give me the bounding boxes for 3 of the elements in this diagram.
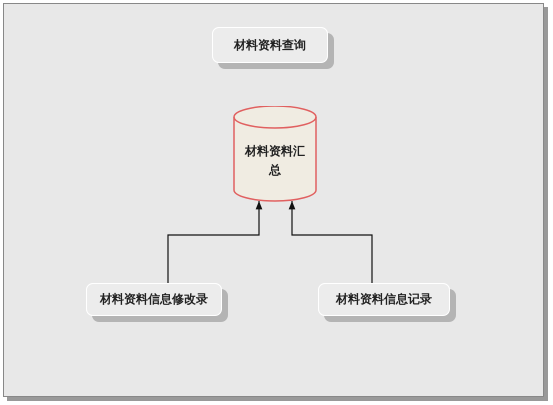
arrow <box>167 201 262 283</box>
arrow <box>288 201 373 283</box>
database-cylinder: 材料资料汇总 <box>233 106 317 202</box>
